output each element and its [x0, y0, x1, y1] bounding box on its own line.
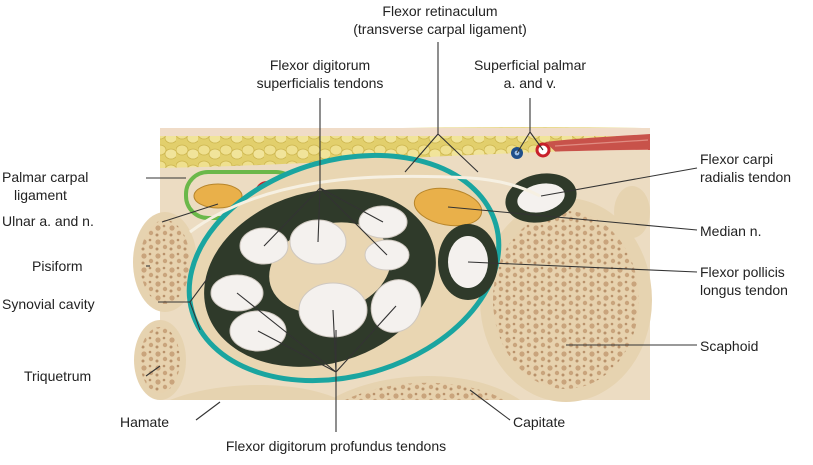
- label-fpl-line1: Flexor pollicis: [700, 264, 785, 280]
- label-palmar-carpal-line2: ligament: [14, 187, 67, 203]
- label-synovial-cavity: Synovial cavity: [2, 296, 95, 312]
- label-superficial-palmar-line1: Superficial palmar: [473, 57, 587, 73]
- label-capitate: Capitate: [513, 414, 566, 430]
- label-fpl-tendon: Flexor pollicis longus tendon: [700, 263, 812, 299]
- label-fpl-line2: longus tendon: [700, 282, 788, 298]
- label-pisiform: Pisiform: [32, 258, 83, 274]
- label-median-nerve: Median n.: [700, 223, 762, 239]
- leader-lines: [145, 42, 698, 432]
- label-fdp-tendons: Flexor digitorum profundus tendons: [225, 438, 447, 454]
- label-flexor-retinaculum-line1: Flexor retinaculum: [382, 3, 498, 19]
- label-superficial-palmar-line2: a. and v.: [503, 75, 557, 91]
- hamate-bone: [170, 385, 340, 400]
- fat-layer: [160, 127, 650, 172]
- flexor-retinaculum: [189, 174, 541, 234]
- label-triquetrum: Triquetrum: [24, 368, 92, 384]
- label-hamate: Hamate: [120, 414, 170, 430]
- label-flexor-retinaculum-line2: (transverse carpal ligament): [353, 21, 527, 37]
- label-superficial-palmar: Superficial palmar a. and v.: [450, 56, 610, 92]
- label-scaphoid: Scaphoid: [700, 338, 759, 354]
- label-fcr-line2: radialis tendon: [700, 169, 792, 185]
- label-fds-tendons-line1: Flexor digitorum: [269, 57, 371, 73]
- label-flexor-retinaculum: Flexor retinaculum (transverse carpal li…: [335, 2, 545, 38]
- label-fcr-tendon: Flexor carpi radialis tendon: [700, 150, 812, 186]
- label-fds-tendons: Flexor digitorum superficialis tendons: [230, 56, 410, 92]
- skin-band: [160, 128, 650, 136]
- label-palmar-carpal-line1: Palmar carpal: [2, 169, 89, 185]
- label-fcr-line1: Flexor carpi: [700, 151, 774, 167]
- label-palmar-carpal-ligament: Palmar carpal ligament: [2, 168, 142, 204]
- small-bone-right: [614, 186, 650, 238]
- ulnar-nerve: [193, 183, 243, 209]
- label-ulnar: Ulnar a. and n.: [2, 213, 94, 229]
- label-fds-tendons-line2: superficialis tendons: [256, 75, 384, 91]
